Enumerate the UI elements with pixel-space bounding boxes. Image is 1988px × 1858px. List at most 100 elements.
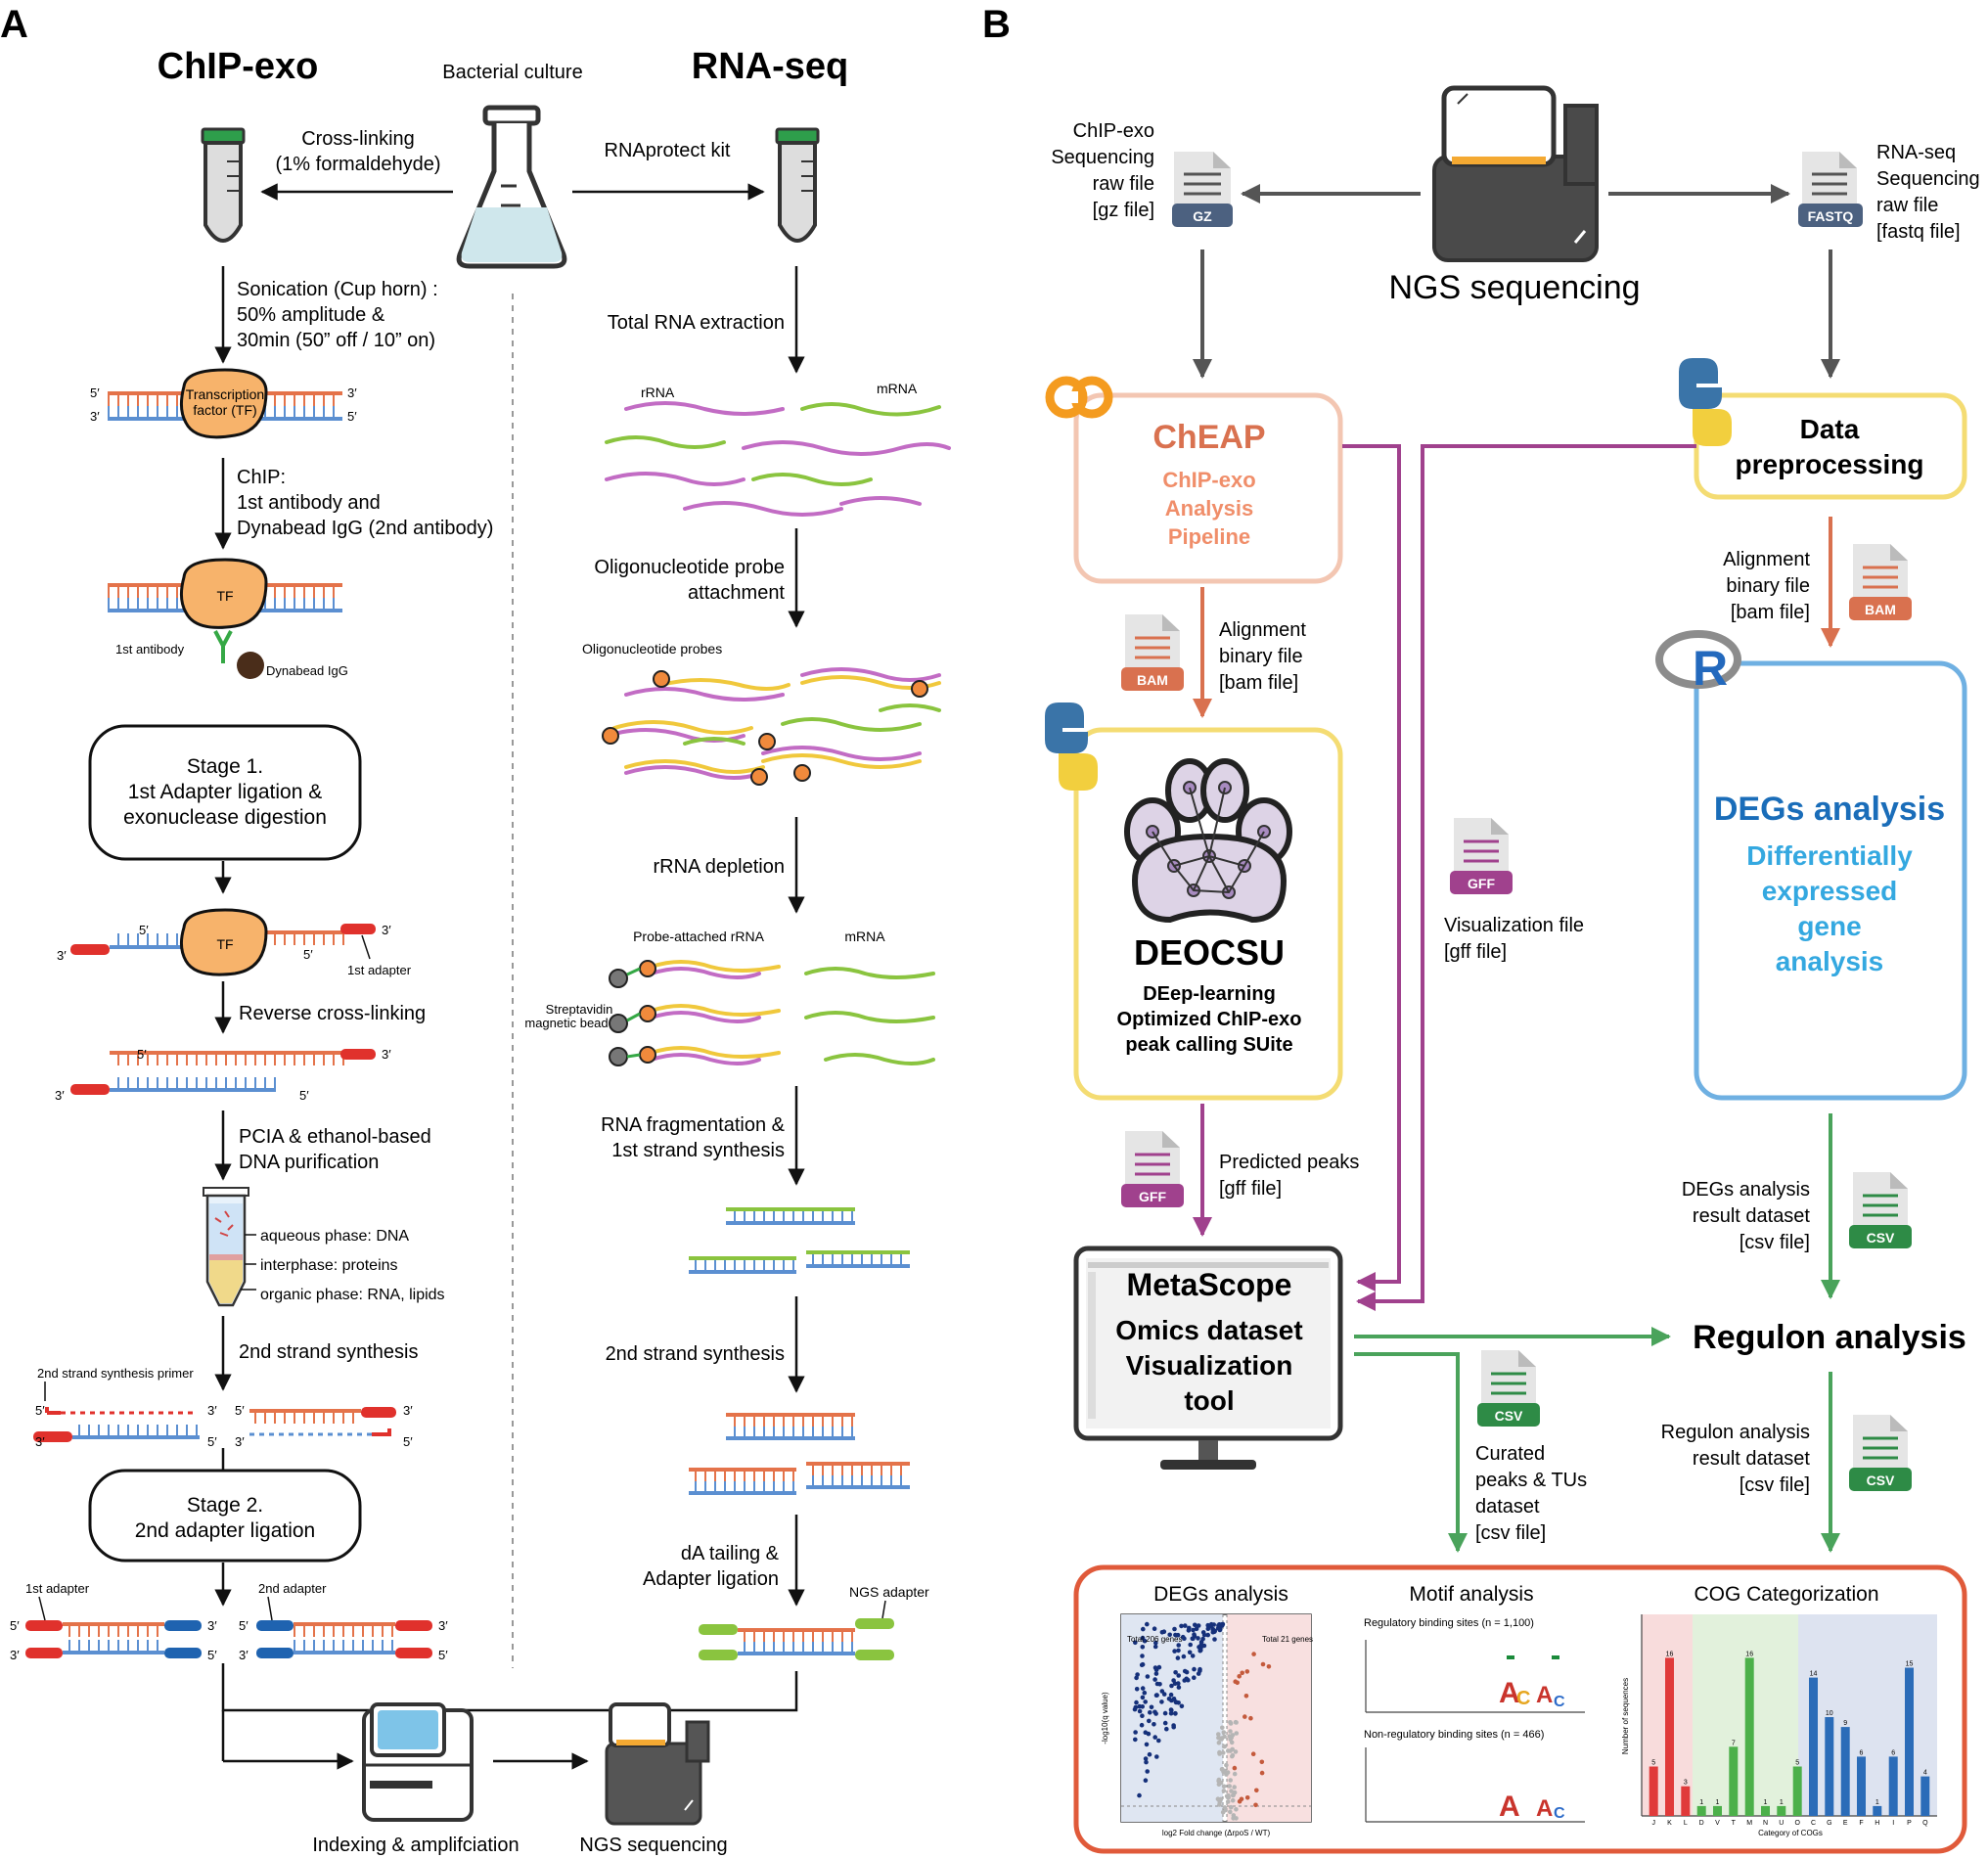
three-prime-label: 3′ — [403, 1403, 413, 1418]
chip-step-1: ChIP: — [237, 467, 286, 488]
cog-ylabel: Number of sequences — [1621, 1678, 1630, 1754]
csv-label: CSV — [1867, 1473, 1895, 1488]
gz-label: GZ — [1193, 208, 1212, 224]
volcano-point-up — [1248, 1715, 1253, 1721]
final-chip-library: 1st adapter 2nd adapter 5′ 3′ 3′ 5′ 5′ 3… — [10, 1581, 448, 1662]
r-logo-letter: R — [1693, 641, 1728, 696]
cog-tick-F: F — [1859, 1820, 1863, 1827]
curated-3: dataset — [1475, 1496, 1540, 1518]
cog-value-label-K: 16 — [1666, 1651, 1674, 1657]
cog-value-label-U: 1 — [1780, 1799, 1784, 1806]
cog-tick-M: M — [1746, 1820, 1752, 1827]
volcano-point-up — [1259, 1759, 1265, 1765]
five-prime-label: 5′ — [137, 1047, 147, 1062]
rna-raw-2: Sequencing — [1876, 168, 1980, 190]
cog-value-label-J: 5 — [1651, 1760, 1655, 1767]
curated-2: peaks & TUs — [1475, 1470, 1587, 1491]
cog-value-label-I: 6 — [1891, 1749, 1895, 1756]
predicted-1: Predicted peaks — [1219, 1152, 1359, 1173]
r-logo-icon: R — [1655, 630, 1741, 696]
first-adapter-label-b: 1st adapter — [25, 1581, 90, 1596]
pcia-2: DNA purification — [239, 1152, 379, 1173]
volcano-point-down — [1134, 1699, 1139, 1705]
depletion-strands — [650, 960, 935, 1065]
cog-bar-N — [1761, 1805, 1770, 1816]
bam-file-icon-right: BAM — [1849, 544, 1912, 620]
cog-value-label-H: 1 — [1875, 1799, 1879, 1806]
volcano-point-down — [1143, 1756, 1149, 1761]
metascope-monitor-icon — [1073, 1246, 1343, 1470]
flask-icon — [456, 105, 567, 269]
organic-phase: organic phase: RNA, lipids — [260, 1287, 445, 1303]
degs-result-2: result dataset — [1693, 1205, 1811, 1227]
volcano-point-down — [1159, 1630, 1165, 1635]
degs-result-3: [csv file] — [1740, 1232, 1810, 1253]
python-logo-icon — [1679, 358, 1732, 446]
volcano-point-down — [1172, 1626, 1177, 1632]
csv-file-icon-degs: CSV — [1849, 1172, 1912, 1248]
chip-raw-2: Sequencing — [1051, 147, 1154, 168]
volcano-point-ns — [1230, 1797, 1236, 1803]
stage-1-title: Stage 1. — [187, 755, 263, 778]
cog-tick-V: V — [1715, 1820, 1720, 1827]
volcano-point-down — [1192, 1634, 1197, 1639]
volcano-point-down — [1182, 1678, 1187, 1683]
volcano-point-down — [1176, 1648, 1181, 1654]
three-prime-label: 3′ — [382, 923, 391, 937]
deocsu-paw-logo-icon — [1124, 758, 1292, 924]
cog-tick-L: L — [1684, 1820, 1688, 1827]
volcano-point-down — [1179, 1703, 1185, 1709]
cheap-sub-2: Analysis — [1165, 496, 1254, 521]
primer-label: 2nd strand synthesis primer — [37, 1366, 194, 1381]
five-prime-label: 5′ — [10, 1618, 20, 1633]
results-degs-title: DEGs analysis — [1153, 1583, 1288, 1606]
volcano-point-down — [1176, 1643, 1181, 1648]
interphase: interphase: proteins — [260, 1257, 398, 1274]
volcano-point-down — [1157, 1682, 1162, 1687]
metascope-title: MetaScope — [1127, 1267, 1292, 1302]
tailing-1: dA tailing & — [681, 1543, 780, 1564]
deocsu-sub-1: DEep-learning — [1143, 983, 1276, 1005]
cog-bar-G — [1825, 1717, 1834, 1816]
volcano-point-ns — [1234, 1731, 1240, 1736]
results-cog-title: COG Categorization — [1694, 1583, 1878, 1606]
volcano-point-down — [1144, 1742, 1150, 1747]
streptavidin-1: Streptavidin — [546, 1002, 613, 1017]
bam-file-icon-left: BAM — [1121, 614, 1184, 691]
sonication-1: Sonication (Cup horn) : — [237, 279, 438, 300]
cog-value-label-D: 1 — [1699, 1799, 1703, 1806]
merge-line — [221, 1663, 798, 1712]
five-prime-label: 5′ — [347, 409, 357, 424]
csv-label: CSV — [1495, 1408, 1523, 1424]
volcano-point-ns — [1226, 1792, 1231, 1798]
volcano-point-up — [1243, 1694, 1249, 1699]
volcano-point-ns — [1225, 1770, 1231, 1775]
five-prime-label: 5′ — [35, 1403, 45, 1418]
volcano-point-up — [1254, 1788, 1259, 1793]
motif-glyph-reg-1: A — [1499, 1677, 1520, 1709]
volcano-point-down — [1220, 1621, 1226, 1627]
volcano-point-ns — [1228, 1720, 1233, 1725]
align-left-3: [bam file] — [1219, 672, 1298, 694]
degs-title: DEGs analysis — [1714, 791, 1945, 828]
results-motif-title: Motif analysis — [1409, 1583, 1533, 1606]
volcano-point-ns — [1230, 1746, 1235, 1752]
volcano-point-up — [1240, 1670, 1244, 1676]
cheap-sub-1: ChIP-exo — [1162, 468, 1255, 492]
cog-value-label-M: 16 — [1745, 1651, 1753, 1657]
chip-raw-4: [gz file] — [1093, 200, 1154, 221]
indexing-label: Indexing & amplifciation — [312, 1835, 519, 1856]
volcano-point-ns — [1221, 1784, 1227, 1790]
cog-bar-F — [1857, 1756, 1866, 1816]
volcano-point-down — [1143, 1699, 1148, 1704]
volcano-point-down — [1173, 1632, 1178, 1638]
volcano-point-down — [1145, 1674, 1151, 1679]
align-right-1: Alignment — [1723, 549, 1810, 570]
volcano-point-ns — [1227, 1784, 1232, 1789]
cog-value-label-Q: 4 — [1923, 1770, 1927, 1777]
volcano-point-down — [1133, 1730, 1138, 1735]
curated-1: Curated — [1475, 1443, 1545, 1465]
volcano-point-down — [1145, 1621, 1150, 1627]
eppendorf-tube-icon — [203, 1187, 256, 1307]
cog-value-label-E: 9 — [1843, 1720, 1847, 1727]
